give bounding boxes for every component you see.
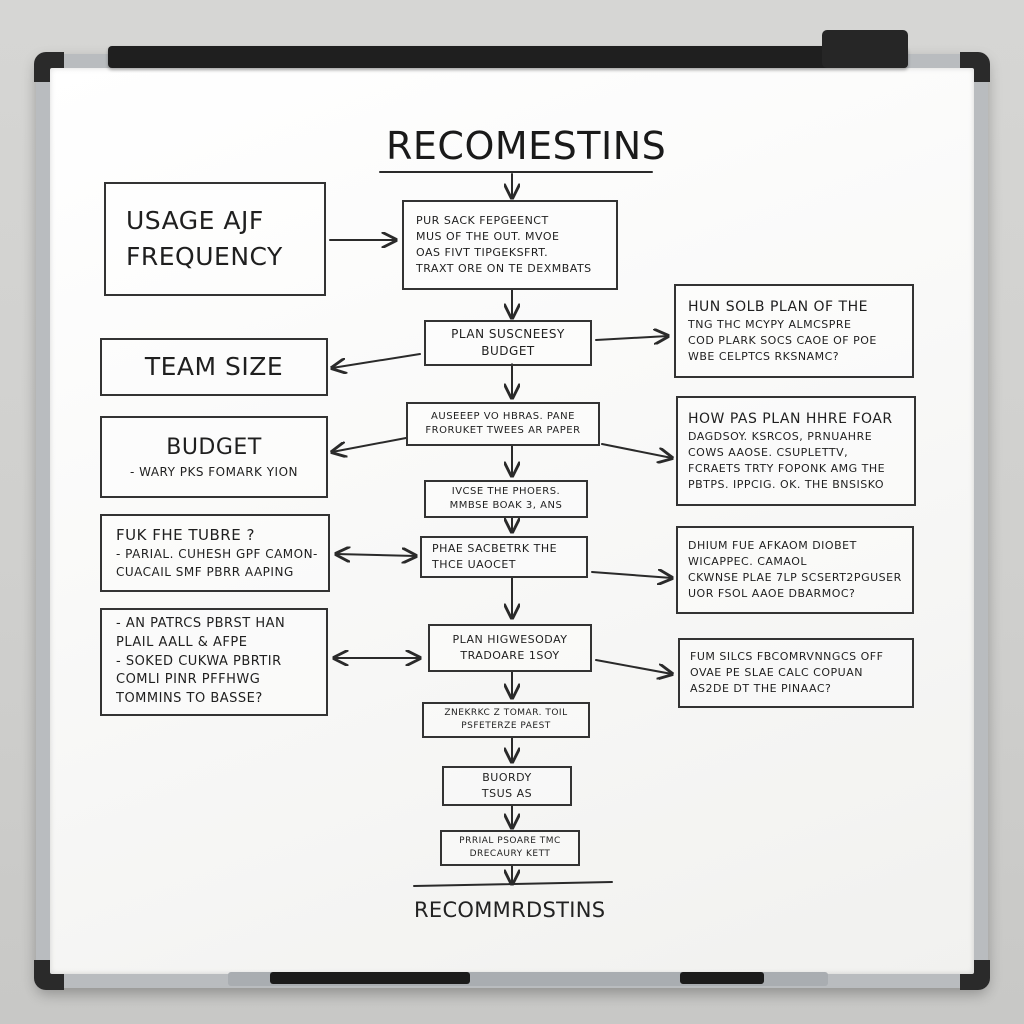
box-line: USAGE AJF: [126, 205, 264, 235]
box-line: BUDGET: [166, 435, 262, 461]
box-line: MMBSE BOAK 3, ANS: [449, 500, 563, 511]
center-box-7: ZNEKRKC Z TOMAR. TOIL PSFETERZE PAEST: [422, 702, 590, 738]
box-line: COMLI PINR PFFHWG: [116, 672, 261, 688]
box-line: FUM SILCS FBCOMRVNNGCS OFF: [690, 650, 884, 664]
box-line: CKWNSE PLAE 7LP SCSERT2PGUSER: [688, 571, 902, 584]
box-line: PUR SACK FEPGEENCT: [416, 214, 549, 228]
box-line: ZNEKRKC Z TOMAR. TOIL: [444, 707, 568, 718]
box-line: AS2DE DT THE PINAAC?: [690, 681, 832, 695]
left-box-usage-frequency: USAGE AJF FREQUENCY: [104, 182, 326, 296]
box-line: MUS OF THE OUT. MVOE: [416, 230, 560, 244]
arrow-left: [332, 437, 407, 452]
arrow-right: [601, 443, 672, 458]
center-box-6: PLAN HIGWESODAY TRADOARE 1SOY: [428, 624, 592, 672]
center-box-2: PLAN SUSCNEESY BUDGET: [424, 320, 592, 366]
arrow-right: [591, 572, 672, 578]
box-line: TSUS AS: [481, 787, 533, 800]
box-line: FCRAETS TRTY FOPONK AMG THE: [688, 462, 886, 476]
arrow-left: [332, 353, 421, 368]
footer-title: RECOMMRDSTINS: [414, 898, 606, 922]
right-box-3: DHIUM FUE AFKAOM DIOBET WICAPPEC. CAMAOL…: [676, 526, 914, 614]
box-line: DHIUM FUE AFKAOM DIOBET: [688, 539, 857, 553]
left-box-budget: BUDGET - WARY PKS FOMARK YION: [100, 416, 328, 498]
box-line: TRADOARE 1SOY: [460, 649, 560, 662]
box-line: TRAXT ORE ON TE DEXMBATS: [416, 261, 592, 275]
footer-line: [413, 881, 613, 887]
box-line: THCE UAOCET: [432, 558, 517, 571]
box-line: WBE CELPTCS RKSNAMC?: [688, 350, 840, 364]
box-line: - PARIAL. CUHESH GPF CAMON-: [116, 547, 318, 562]
box-line: - SOKED CUKWA PBRTIR: [116, 653, 282, 669]
box-line: HOW PAS PLAN HHRE FOAR: [688, 410, 893, 427]
box-line: COD PLARK SOCS CAOE OF POE: [688, 334, 877, 348]
box-line: AUSEEEP VO HBRAS. PANE: [431, 410, 575, 422]
arrow-both: [336, 554, 416, 556]
box-line: TEAM SIZE: [144, 351, 284, 381]
right-box-2: HOW PAS PLAN HHRE FOAR DAGDSOY. KSRCOS, …: [676, 396, 916, 506]
center-box-4: IVCSE THE PHOERS. MMBSE BOAK 3, ANS: [424, 480, 588, 518]
box-line: FUK FHE TUBRE ?: [116, 525, 255, 544]
rail-clip: [822, 30, 908, 68]
center-box-8: BUORDY TSUS AS: [442, 766, 572, 806]
diagram-title: RECOMESTINS: [386, 124, 667, 168]
right-box-4: FUM SILCS FBCOMRVNNGCS OFF OVAE PE SLAE …: [678, 638, 914, 708]
arrow-right: [595, 659, 672, 674]
box-line: OVAE PE SLAE CALC COPUAN: [690, 666, 863, 680]
box-line: COWS AAOSE. CSUPLETTV,: [688, 446, 849, 460]
center-box-3: AUSEEEP VO HBRAS. PANE FRORUKET TWEES AR…: [406, 402, 600, 446]
box-line: HUN SOLB PLAN OF THE: [688, 298, 868, 315]
arrow-right: [595, 336, 668, 340]
box-line: TOMMINS TO BASSE?: [116, 691, 263, 707]
top-rail: [108, 46, 908, 68]
box-line: DRECAURY KETT: [469, 849, 551, 859]
box-line: PLAIL AALL & AFPE: [116, 634, 248, 650]
box-line: PHAE SACBETRK THE: [432, 542, 558, 556]
box-line: PLAN SUSCNEESY: [451, 326, 565, 341]
center-box-1: PUR SACK FEPGEENCT MUS OF THE OUT. MVOE …: [402, 200, 618, 290]
box-line: - AN PATRCS PBRST HAN: [116, 615, 286, 631]
marker: [270, 972, 470, 984]
box-line: PLAN HIGWESODAY: [452, 633, 568, 647]
box-line: BUORDY: [482, 771, 532, 785]
box-line: UOR FSOL AAOE DBARMOC?: [688, 586, 856, 600]
center-box-5: PHAE SACBETRK THE THCE UAOCET: [420, 536, 588, 578]
box-line: FRORUKET TWEES AR PAPER: [425, 425, 581, 436]
box-line: PSFETERZE PAEST: [461, 721, 551, 731]
box-line: CUACAIL SMF PBRR AAPING: [116, 564, 294, 579]
box-line: BUDGET: [481, 344, 535, 358]
box-line: DAGDSOY. KSRCOS, PRNUAHRE: [688, 430, 873, 444]
left-box-notes: - AN PATRCS PBRST HAN PLAIL AALL & AFPE …: [100, 608, 328, 716]
box-line: WICAPPEC. CAMAOL: [688, 555, 808, 569]
box-line: TNG THC MCYPY ALMCSPRE: [688, 318, 852, 332]
marker: [680, 972, 764, 984]
box-line: - WARY PKS FOMARK YION: [129, 465, 299, 480]
box-line: OAS FIVT TIPGEKSFRT.: [416, 246, 549, 259]
right-box-1: HUN SOLB PLAN OF THE TNG THC MCYPY ALMCS…: [674, 284, 914, 378]
box-line: PBTPS. IPPCIG. OK. THE BNSISKO: [688, 478, 885, 492]
center-box-9: PRRIAL PSOARE TMC DRECAURY KETT: [440, 830, 580, 866]
left-box-future: FUK FHE TUBRE ? - PARIAL. CUHESH GPF CAM…: [100, 514, 330, 592]
box-line: IVCSE THE PHOERS.: [451, 485, 561, 497]
box-line: FREQUENCY: [126, 242, 283, 271]
left-box-team-size: TEAM SIZE: [100, 338, 328, 396]
box-line: PRRIAL PSOARE TMC: [459, 835, 561, 846]
